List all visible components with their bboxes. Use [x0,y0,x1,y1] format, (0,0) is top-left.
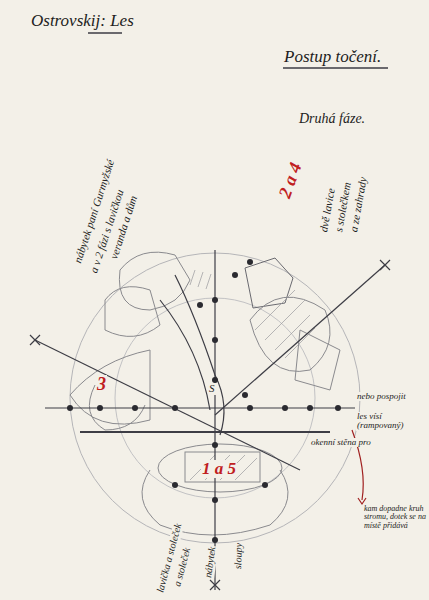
phase-number: 3 [96,375,107,394]
side-note: nebo pospojit [356,392,407,401]
wall-note: okenní stěna pro [310,438,372,447]
sketch-title: Ostrovskij: Les [30,12,135,30]
side-note: kam dopadne kruh stromu, dotek se na mís… [363,505,427,530]
center-mark: S [208,383,216,395]
phase-note: Druhá fáze. [298,112,366,127]
phase-number: 2 a 4 [275,159,306,201]
side-note: les vísí (rampovaný) [356,412,426,431]
furniture-note: nábytek [203,545,218,579]
column-note: sloupy [233,542,244,570]
phase-number: 1 a 5 [201,460,237,478]
heading: Postup točení. [283,48,382,66]
